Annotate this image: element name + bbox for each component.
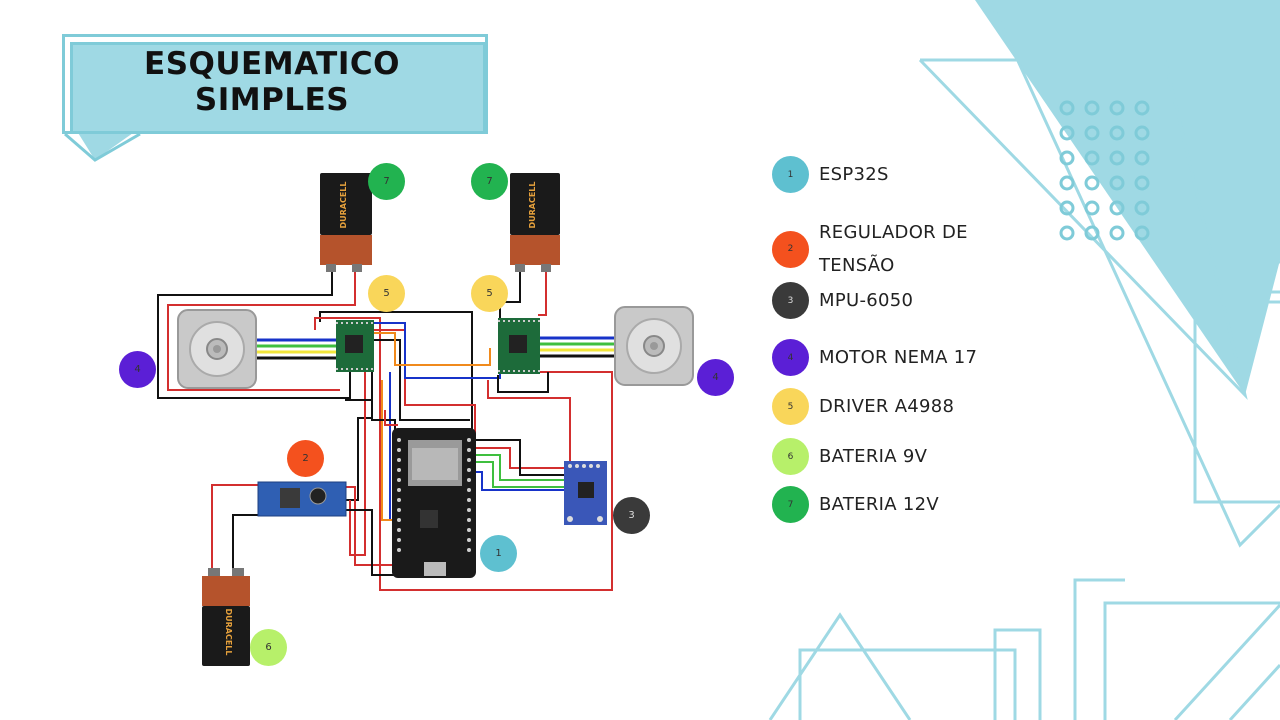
wire-blue (472, 471, 565, 491)
esp32-board (392, 428, 476, 578)
battery-brand-label: DURACELL (224, 608, 233, 655)
marker-battery-9v: 6 (250, 629, 287, 666)
legend-dot: 4 (772, 339, 809, 376)
wire-blue (372, 322, 501, 379)
legend-label-line-2: TENSÃO (819, 255, 895, 276)
wire-black (372, 339, 470, 421)
battery-9v: DURACELL (202, 568, 250, 666)
marker-regulator: 2 (287, 440, 324, 477)
wire-red (349, 362, 366, 556)
marker-esp32: 1 (480, 535, 517, 572)
marker-battery-12v-right: 7 (471, 163, 508, 200)
legend-dot: 2 (772, 230, 809, 268)
wire-red (314, 317, 613, 591)
deco-rect-right-top (1193, 260, 1280, 304)
legend-label: DRIVER A4988 (819, 396, 955, 417)
legend-label: MPU-6050 (819, 290, 914, 311)
wire-red (384, 410, 398, 426)
wire-red (487, 380, 571, 462)
battery-brand-label: DURACELL (528, 181, 537, 228)
wire-black (345, 355, 373, 501)
legend-dot: 7 (772, 486, 809, 523)
legend-dot: 6 (772, 438, 809, 475)
voltage-regulator (257, 481, 347, 517)
legend-label-line-1: REGULADOR DE (819, 222, 968, 243)
legend-item-motor: 4 MOTOR NEMA 17 (772, 339, 977, 376)
wire-black (345, 399, 396, 432)
deco-triangle-outline (918, 58, 1248, 400)
battery-12v-right: DURACELL (510, 173, 560, 272)
deco-dot-grid (1059, 100, 1150, 241)
title-line-2: SIMPLES (194, 82, 350, 118)
legend-item-mpu: 3 MPU-6050 (772, 282, 913, 319)
driver-a4988-left (336, 320, 374, 372)
battery-brand-label: DURACELL (339, 181, 348, 228)
wire-black (157, 268, 351, 399)
legend-item-battery-9v: 6 BATERIA 9V (772, 438, 927, 475)
legend-label: MOTOR NEMA 17 (819, 347, 978, 368)
wire-green (472, 461, 570, 488)
marker-motor-left: 4 (119, 351, 156, 388)
wire-green (472, 454, 570, 481)
wires (157, 268, 615, 591)
marker-driver-left: 5 (368, 275, 405, 312)
wire-orange (381, 380, 396, 521)
wire-red (472, 447, 568, 469)
marker-mpu: 3 (613, 497, 650, 534)
legend-item-esp32: 1 ESP32S (772, 156, 889, 193)
title-line-1: ESQUEMATICO (144, 46, 400, 82)
page-title: ESQUEMATICO SIMPLES (70, 46, 474, 118)
legend-dot: 1 (772, 156, 809, 193)
wire-red (370, 329, 476, 435)
legend-item-driver: 5 DRIVER A4988 (772, 388, 954, 425)
stepper-motor-left (177, 309, 257, 389)
wire-black (497, 372, 549, 393)
title-banner (70, 42, 486, 134)
legend-label: BATERIA 12V (819, 494, 940, 515)
title-speech-tail (64, 128, 141, 162)
legend-item-regulator: 2 REGULADOR DE TENSÃO (772, 216, 968, 282)
driver-a4988-right (498, 318, 540, 374)
deco-bottom-lines (768, 578, 1280, 720)
legend-label: REGULADOR DE TENSÃO (819, 216, 968, 282)
mpu-6050-board (564, 461, 607, 525)
wire-red (345, 486, 395, 566)
wire-black (345, 509, 395, 576)
wire-black (472, 439, 568, 476)
battery-12v-left: DURACELL (320, 173, 372, 272)
wire-black (499, 268, 521, 322)
legend-label: BATERIA 9V (819, 446, 928, 467)
wire-red (538, 268, 547, 316)
stepper-motor-right (614, 306, 694, 386)
marker-driver-right: 5 (471, 275, 508, 312)
legend-label: ESP32S (819, 164, 889, 185)
legend-dot: 5 (772, 388, 809, 425)
deco-triangle-large (975, 0, 1280, 395)
wire-orange (372, 332, 491, 366)
marker-battery-12v-left: 7 (368, 163, 405, 200)
wire-red (167, 268, 356, 391)
legend-item-battery-12v: 7 BATERIA 12V (772, 486, 939, 523)
legend-dot: 3 (772, 282, 809, 319)
deco-rect-right (1193, 290, 1280, 504)
marker-motor-right: 4 (697, 359, 734, 396)
